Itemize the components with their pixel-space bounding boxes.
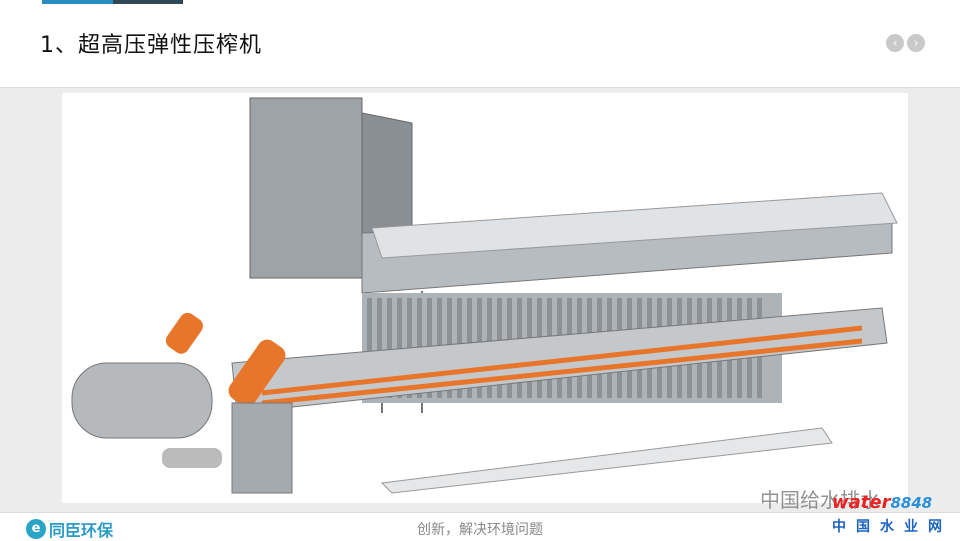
wechat-watermark: 中国给水排水	[760, 488, 880, 512]
slide-title: 1、超高压弹性压榨机	[40, 33, 262, 58]
image-stage	[0, 87, 960, 512]
chevron-left-icon[interactable]: ‹	[886, 34, 904, 52]
filter-press-image	[62, 93, 908, 503]
slide-nav: ‹ ›	[886, 34, 925, 52]
chevron-right-icon[interactable]: ›	[907, 34, 925, 52]
site-watermark: water8848	[832, 492, 933, 513]
site-name-watermark: 中国水业网	[832, 519, 952, 535]
top-accent-bar	[42, 0, 183, 4]
logo-icon: e	[26, 519, 46, 539]
footer-slogan: 创新，解决环境问题	[417, 522, 543, 538]
